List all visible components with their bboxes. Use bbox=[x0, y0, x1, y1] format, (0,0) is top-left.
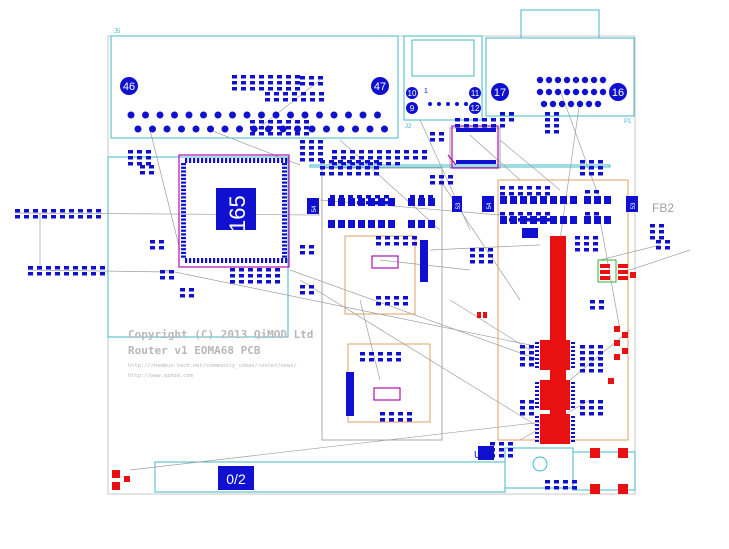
svg-text:9: 9 bbox=[410, 104, 415, 113]
connector-pad-array bbox=[127, 76, 607, 133]
ic-number: 165 bbox=[225, 195, 250, 232]
mounting-pad-16: 16 bbox=[609, 83, 627, 101]
mounting-pad-46: 46 bbox=[120, 77, 138, 95]
mounting-pad-10: 10 bbox=[406, 87, 418, 99]
mounting-pad-11: 11 bbox=[469, 87, 481, 99]
silk-tag-a: 54 bbox=[307, 198, 319, 214]
label-fb2: FB2 bbox=[652, 201, 674, 215]
copyright-line-1: Copyright (C) 2013 QiMOD Ltd bbox=[128, 328, 313, 341]
svg-text:53: 53 bbox=[456, 202, 462, 209]
silk-tag-b: 53 bbox=[452, 196, 462, 212]
copyright-line-2: Router v1 EOMA68 PCB bbox=[128, 344, 261, 357]
svg-text:16: 16 bbox=[612, 87, 624, 99]
svg-text:17: 17 bbox=[494, 87, 506, 99]
svg-text:53: 53 bbox=[631, 202, 637, 209]
svg-text:54: 54 bbox=[487, 202, 493, 209]
smd-pads bbox=[15, 75, 670, 490]
mounting-pad-12: 12 bbox=[469, 102, 481, 114]
red-components bbox=[112, 236, 636, 494]
bottom-label-block bbox=[218, 466, 254, 490]
mounting-pad-17: 17 bbox=[491, 83, 509, 101]
ic-center-pad bbox=[216, 188, 256, 230]
red-ic-blocks bbox=[535, 340, 575, 444]
svg-text:54: 54 bbox=[312, 205, 318, 212]
copyright-line-3: http://rhombus-tech.net/community_ideas/… bbox=[128, 363, 297, 369]
mounting-pad-47: 47 bbox=[371, 77, 389, 95]
silk-tag-d: 53 bbox=[626, 196, 638, 212]
qfp-ic bbox=[181, 158, 288, 263]
silk-tag-c: 54 bbox=[482, 196, 494, 212]
connector-outlines bbox=[107, 9, 636, 493]
svg-text:10: 10 bbox=[408, 89, 417, 98]
svg-text:46: 46 bbox=[123, 81, 135, 93]
svg-text:47: 47 bbox=[374, 81, 386, 93]
mounting-pad-9: 9 bbox=[406, 102, 418, 114]
bottom-label: 0/2 bbox=[226, 471, 246, 487]
label-j2: J2 bbox=[405, 124, 412, 130]
svg-text:1: 1 bbox=[424, 88, 428, 95]
label-j5: J5 bbox=[114, 29, 121, 35]
label-u3: U3 bbox=[474, 450, 487, 461]
copyright-line-4: http://www.qimod.com bbox=[128, 373, 193, 379]
ic-outline-green bbox=[597, 259, 617, 283]
svg-text:11: 11 bbox=[471, 89, 480, 98]
label-p1: P1 bbox=[624, 119, 632, 125]
pad-1: 1 bbox=[424, 88, 428, 95]
svg-text:12: 12 bbox=[471, 104, 480, 113]
